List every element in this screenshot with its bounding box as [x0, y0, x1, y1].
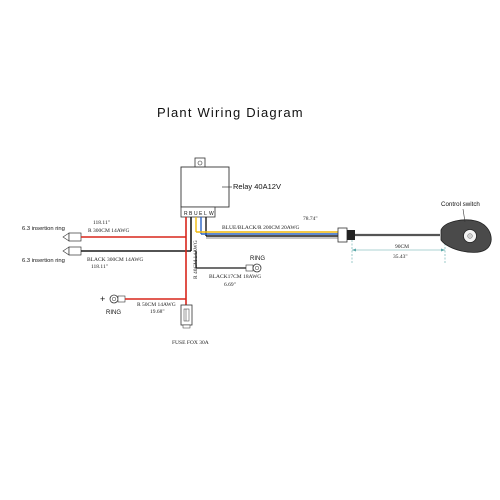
right-harness-length: 78.74"	[303, 216, 318, 222]
control-switch-label: Control switch	[441, 201, 480, 208]
dim-length: 35.43"	[393, 254, 408, 260]
positive-wire: + RING R 50CM 14AWG 19.68"	[100, 294, 186, 316]
left-top-wire-length: 118.11"	[93, 220, 110, 226]
positive-wire-spec: R 50CM 14AWG	[137, 302, 176, 308]
left-top-connector	[68, 232, 82, 242]
left-top-wire: 6.3 insertion ring 118.11" R 300CM 14AWG	[22, 217, 187, 242]
control-switch: Control switch	[440, 201, 492, 253]
relay-pin-e: E	[199, 211, 203, 217]
relay-body	[180, 166, 230, 208]
relay: R B U E L W Relay 40A12V	[180, 157, 281, 218]
dim-spec: 90CM	[395, 244, 409, 250]
positive-symbol: +	[100, 294, 105, 304]
dim-arrow-left	[352, 248, 356, 252]
control-switch-leader	[462, 208, 466, 223]
positive-ring-label: RING	[106, 310, 121, 316]
relay-pin-w: W	[209, 211, 214, 217]
positive-ring-hole	[111, 296, 117, 302]
left-bottom-connector	[68, 246, 82, 256]
diagram-title: Plant Wiring Diagram	[157, 105, 304, 120]
fuse-holder-slot	[183, 308, 190, 322]
left-bottom-wire-spec: BLACK 300CM 14AWG	[87, 257, 143, 263]
ground-ring-crimp	[245, 264, 254, 272]
relay-pin-l: L	[204, 211, 207, 217]
ground-ring-hole	[254, 265, 260, 271]
relay-pin-r: R	[184, 211, 188, 217]
ground-wire-length: 6.69"	[224, 282, 236, 288]
switch-dimension: 90CM 35.43"	[351, 240, 446, 264]
control-switch-button-center	[467, 233, 473, 239]
left-bottom-wire-length: 118.11"	[91, 264, 108, 270]
fuse-label: FUSE FOX 30A	[172, 340, 209, 346]
harness-plug-female	[347, 230, 355, 240]
dim-arrow-right	[441, 248, 445, 252]
fuse-holder: FUSE FOX 30A	[172, 304, 209, 346]
left-top-connector-label: 6.3 insertion ring	[22, 226, 65, 232]
harness-plug-male	[337, 227, 348, 243]
positive-wire-length: 19.68"	[150, 309, 165, 315]
ground-ring-label: RING	[250, 256, 265, 262]
relay-pin-strip	[180, 206, 216, 218]
vertical-red-wire: R 40CM 14AWG	[185, 237, 199, 305]
fuse-holder-cap	[182, 324, 191, 329]
ground-wire-spec: BLACK17CM 18AWG	[209, 274, 261, 280]
relay-pins: R B U E L W	[184, 211, 214, 217]
positive-ring-crimp	[117, 295, 126, 303]
left-top-wire-spec: R 300CM 14AWG	[88, 228, 129, 234]
left-bottom-connector-label: 6.3 insertion ring	[22, 258, 65, 264]
relay-pin-u: U	[194, 211, 198, 217]
right-harness-spec: BLUE/BLACK/R 200CM 20AWG	[222, 225, 300, 231]
relay-pin-b: B	[189, 211, 193, 217]
vertical-wire-spec: R 40CM 14AWG	[193, 240, 199, 279]
relay-label: Relay 40A12V	[233, 182, 281, 191]
ground-wire: RING BLACK17CM 18AWG 6.69"	[195, 251, 265, 288]
relay-mount-hole	[197, 160, 203, 166]
left-top-connector-tip	[62, 232, 70, 242]
left-bottom-connector-tip	[62, 246, 70, 256]
right-harness: 78.74" BLUE/BLACK/R 200CM 20AWG	[195, 216, 440, 243]
left-bottom-wire: 6.3 insertion ring BLACK 300CM 14AWG 118…	[22, 217, 192, 270]
